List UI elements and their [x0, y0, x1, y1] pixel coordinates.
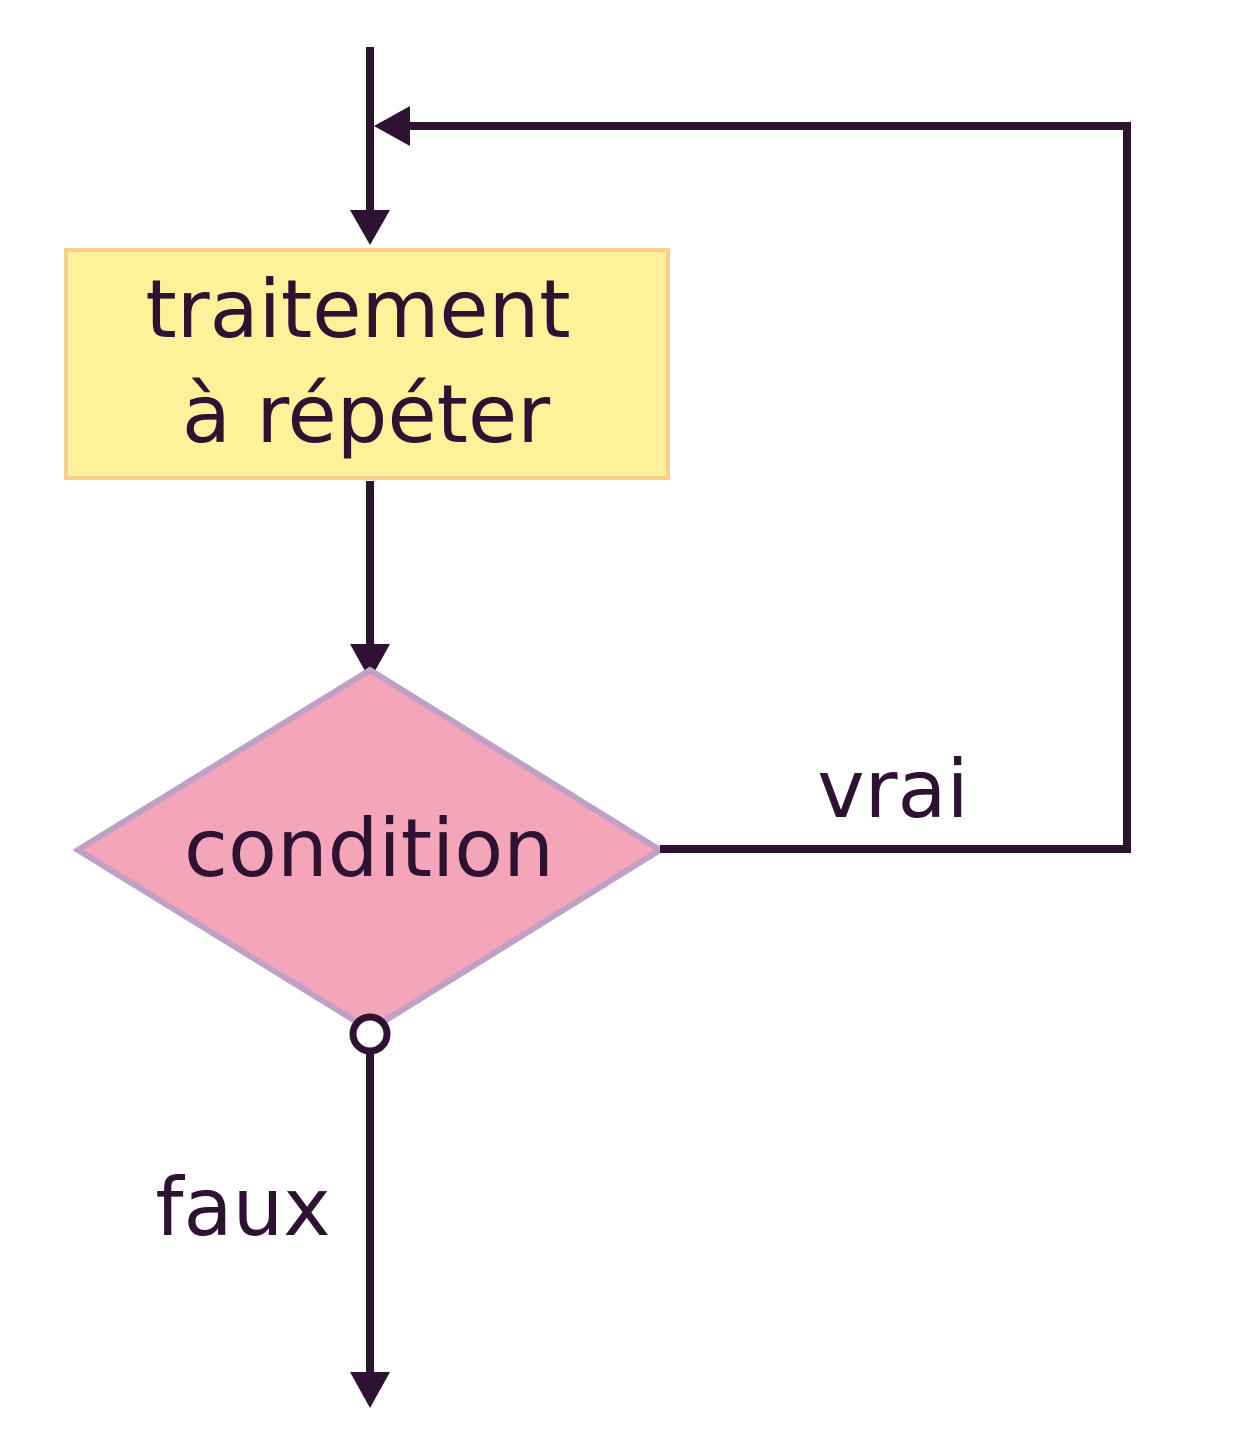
loop-arrowhead [374, 106, 410, 146]
process-box [64, 248, 670, 480]
true-edge-label: vrai [817, 743, 968, 836]
decision-label: condition [184, 802, 554, 895]
false-exit-circle [349, 1013, 391, 1055]
entry-arrowhead [350, 210, 390, 245]
true-loop-connector [395, 122, 1131, 853]
false-edge-label: faux [155, 1161, 330, 1254]
process-label-line2: à répéter [182, 368, 550, 461]
decision-arrowhead [350, 644, 390, 680]
process-label-line1: traitement [145, 263, 570, 356]
exit-arrowhead [350, 1372, 390, 1408]
